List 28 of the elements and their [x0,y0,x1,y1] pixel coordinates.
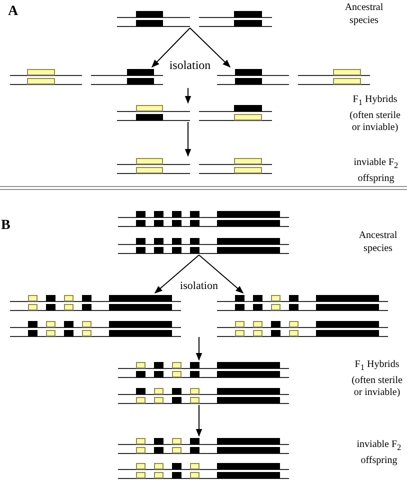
chromosome-pairs [10,68,163,85]
chromosome-pairs [118,361,289,404]
chromosome-pairs [117,104,272,121]
row-label: Ancestral species [358,230,398,254]
chromosome-pairs [217,294,388,337]
row-label: inviable F$_{2}$ offspring [354,157,398,184]
arrow [184,88,192,104]
arrow [184,122,192,157]
arrow [190,28,231,68]
row-label: F$_{1}$ Hybrids (often sterile or inviable) [352,359,402,398]
chromosome-pairs [10,294,181,337]
chromosome-pairs [117,10,272,27]
arrow [198,254,244,294]
arrow [151,28,190,68]
row-label: inviable F$_{2}$ offspring [356,439,402,466]
panel-letter: B [1,218,10,234]
row-label: Ancestral species [344,2,384,26]
arrow-label: isolation [180,280,218,292]
chromosome-pairs [117,157,272,174]
row-label: F$_{1}$ Hybrids (often sterile or inviable) [350,94,400,133]
chromosome-pairs [118,210,289,254]
chromosome-pairs [118,437,289,479]
panel-letter: A [8,4,18,20]
arrow [196,404,202,437]
arrow-label: isolation [169,58,211,73]
arrow [196,336,202,361]
chromosome-pairs [217,68,370,85]
arrow [154,254,200,294]
